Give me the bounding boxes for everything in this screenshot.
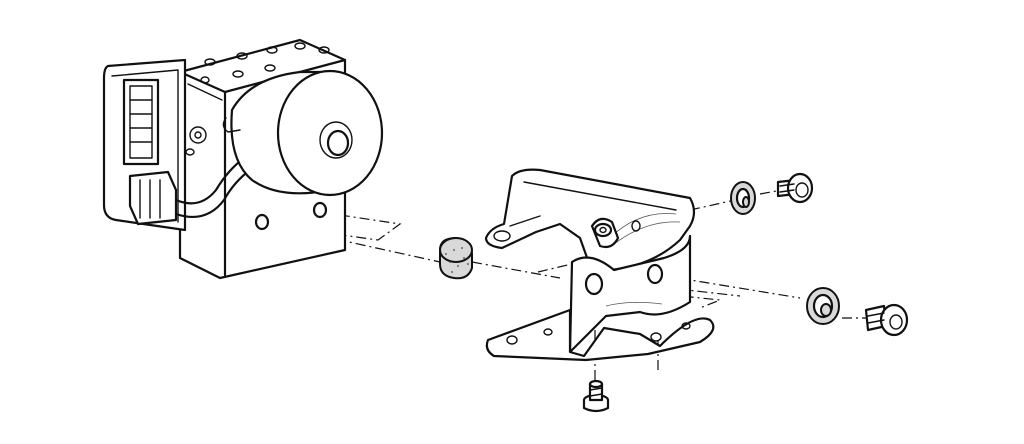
- electrical-connector: [122, 78, 160, 166]
- bracket-hole-left: [584, 272, 604, 296]
- bolt-lower: [864, 303, 909, 337]
- bolt-upper: [776, 172, 814, 204]
- mount-hole-1: [254, 213, 270, 231]
- rubber-bushing: [439, 236, 473, 280]
- mounting-bracket: [484, 168, 715, 362]
- block-ports: [200, 42, 330, 84]
- flange-nut: [590, 217, 620, 249]
- washer-lower: [806, 287, 840, 325]
- washer-upper: [730, 181, 756, 215]
- abs-hydraulic-unit: [102, 38, 384, 280]
- bolt-bottom: [582, 379, 610, 413]
- mount-hole-2: [312, 201, 328, 219]
- pump-motor: [185, 69, 384, 197]
- bracket-hole-right: [646, 263, 664, 285]
- wiring-plug: [128, 170, 178, 226]
